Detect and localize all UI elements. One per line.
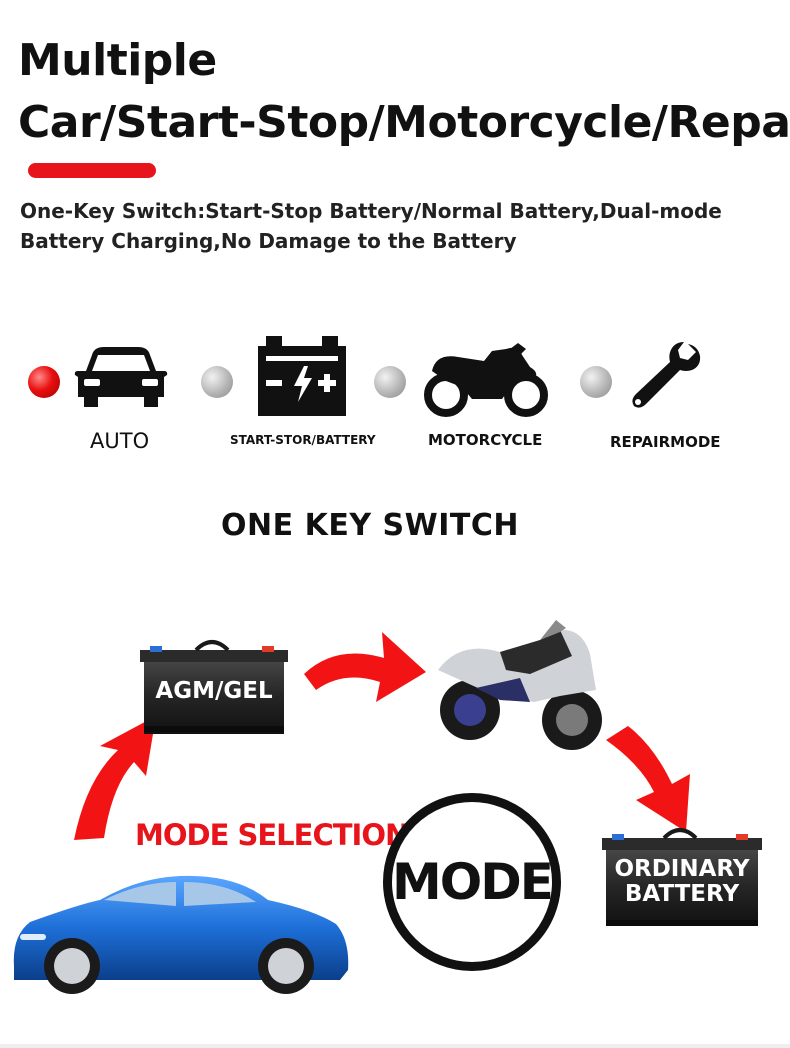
mode-label-repair: REPAIRMODE bbox=[610, 433, 721, 451]
mode-indicator-motorcycle bbox=[374, 366, 406, 398]
blue-sedan bbox=[13, 875, 349, 994]
wrench-icon bbox=[632, 342, 701, 408]
mode-label-start-stop: START-STOR/BATTERY bbox=[230, 433, 376, 447]
arrow-motorcycle-to-ordinary bbox=[606, 726, 690, 832]
car-icon bbox=[74, 347, 168, 407]
ordinary-battery-line-2: BATTERY bbox=[624, 881, 740, 907]
title-line-1: Multiple bbox=[18, 35, 217, 86]
section-heading: ONE KEY SWITCH bbox=[221, 508, 519, 543]
mode-label-auto: AUTO bbox=[90, 429, 150, 453]
accent-bar bbox=[28, 163, 156, 178]
arrow-agm-to-motorcycle bbox=[304, 632, 426, 702]
agm-gel-label: AGM/GEL bbox=[155, 678, 273, 704]
mode-button[interactable]: MODE bbox=[383, 793, 561, 971]
agm-gel-battery bbox=[140, 640, 288, 734]
mode-indicator-start-stop bbox=[201, 366, 233, 398]
ordinary-battery-line-1: ORDINARY bbox=[614, 856, 750, 882]
mode-cycle-diagram bbox=[13, 620, 762, 994]
ordinary-battery bbox=[602, 828, 762, 926]
page-title: Multiple Car/Start-Stop/Motorcycle/Repai… bbox=[18, 30, 790, 154]
subtitle: One-Key Switch:Start-Stop Battery/Normal… bbox=[20, 199, 722, 253]
battery-icon bbox=[258, 336, 346, 416]
motorcycle-icon bbox=[424, 343, 548, 417]
mode-indicator-auto bbox=[28, 366, 60, 398]
bottom-divider bbox=[0, 1044, 790, 1048]
sport-motorcycle bbox=[438, 620, 602, 750]
title-line-2: Car/Start-Stop/Motorcycle/Repair bbox=[18, 97, 790, 148]
mode-button-label: MODE bbox=[392, 853, 554, 911]
mode-label-motorcycle: MOTORCYCLE bbox=[428, 431, 543, 449]
ordinary-battery-label: ORDINARY BATTERY bbox=[606, 858, 758, 906]
arrow-car-to-agm bbox=[74, 716, 156, 840]
mode-selection-label: MODE SELECTION bbox=[135, 818, 409, 852]
mode-indicator-repair bbox=[580, 366, 612, 398]
